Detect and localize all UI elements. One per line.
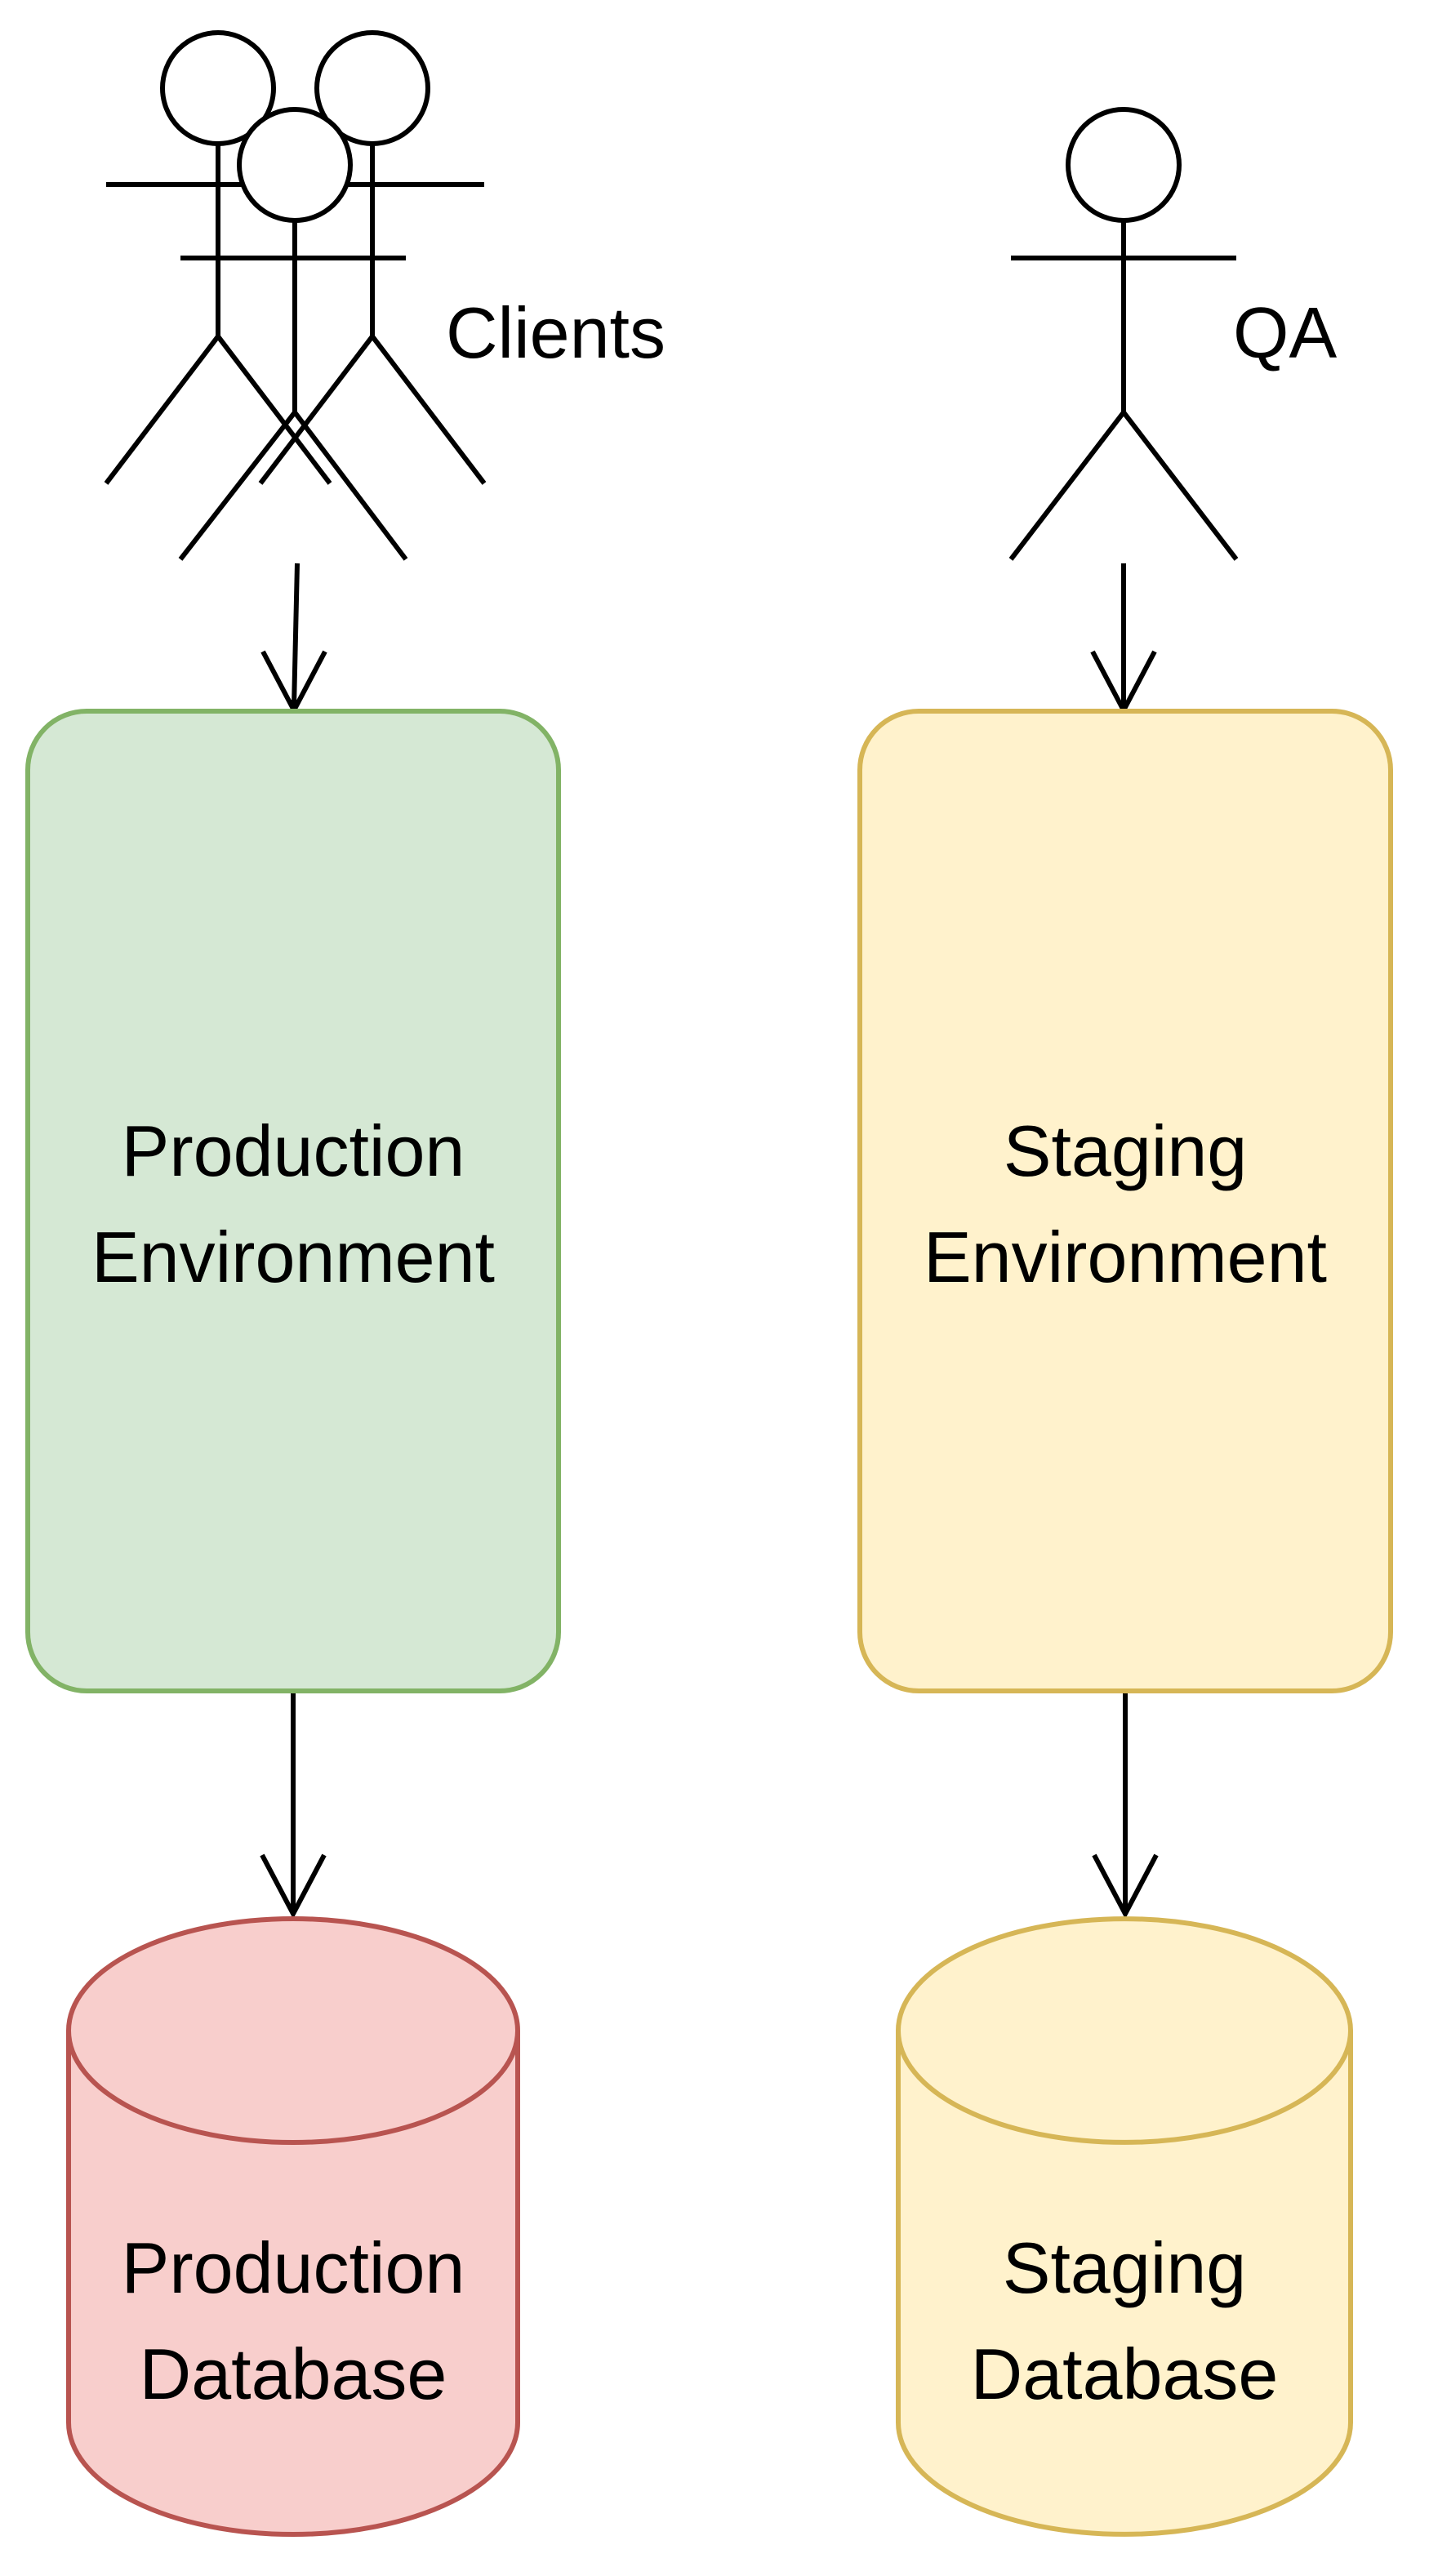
production-database-top-rim bbox=[66, 2030, 520, 2145]
staging-database-label-line1: Staging bbox=[1003, 2227, 1246, 2308]
client-actor-3-icon bbox=[178, 107, 408, 561]
staging-environment-label-line1: Staging bbox=[1004, 1110, 1247, 1191]
production-database-label-line2: Database bbox=[140, 2334, 447, 2414]
staging-database-icon[interactable] bbox=[896, 1916, 1353, 2537]
production-database-icon[interactable] bbox=[66, 1916, 520, 2537]
production-database-label-line1: Production bbox=[122, 2227, 465, 2308]
staging-environment-label-line2: Environment bbox=[924, 1217, 1327, 1297]
arrow-staging-db-head-icon bbox=[1092, 1853, 1159, 1920]
qa-actor-icon bbox=[1008, 107, 1239, 561]
production-environment-box[interactable] bbox=[25, 709, 561, 1693]
qa-label: QA bbox=[1233, 292, 1337, 373]
production-database-body bbox=[66, 1916, 520, 2537]
production-environment-label-line2: Environment bbox=[91, 1217, 495, 1297]
clients-actor-group bbox=[104, 30, 487, 561]
staging-database-top-rim bbox=[896, 2030, 1353, 2145]
staging-database-body bbox=[896, 1916, 1353, 2537]
staging-environment-box[interactable] bbox=[857, 709, 1393, 1693]
staging-database-label-line2: Database bbox=[971, 2334, 1279, 2414]
arrow-production-db-head-icon bbox=[260, 1853, 327, 1920]
clients-label: Clients bbox=[446, 292, 666, 373]
production-environment-label-line1: Production bbox=[122, 1110, 465, 1191]
arrow-clients-to-production bbox=[290, 563, 300, 708]
client-actor-1-icon bbox=[104, 30, 332, 485]
